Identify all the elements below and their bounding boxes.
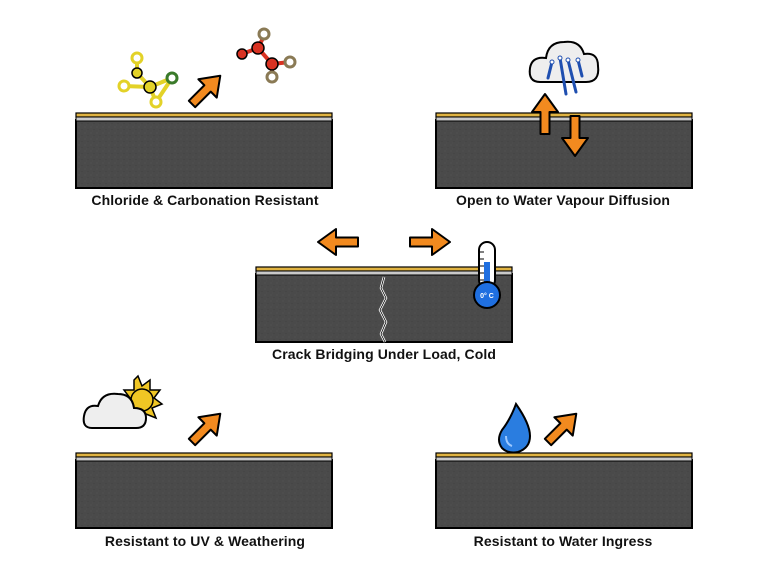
molecule-icon <box>117 51 179 109</box>
panel-water-ingress <box>435 401 693 529</box>
concrete-slab <box>255 266 513 343</box>
panel-water-vapour <box>435 40 693 189</box>
concrete-slab <box>75 452 333 529</box>
concrete-slab <box>435 112 693 189</box>
arrow-icon <box>317 228 359 256</box>
caption-water-ingress: Resistant to Water Ingress <box>473 533 653 549</box>
molecule-icon <box>236 27 297 84</box>
panel-chloride-carbonation <box>75 27 333 189</box>
arrow-icon <box>409 228 451 256</box>
caption-crack-bridging: Crack Bridging Under Load, Cold <box>271 346 496 362</box>
cloud-icon <box>82 392 148 429</box>
caption-chloride-carbonation: Chloride & Carbonation Resistant <box>91 192 319 208</box>
concrete-slab <box>75 112 333 189</box>
arrow-icon <box>181 403 231 453</box>
water-drop-icon <box>498 401 532 454</box>
arrow-icon <box>537 403 587 453</box>
panel-crack-bridging: 0° C <box>255 228 513 343</box>
cloud-icon <box>528 40 600 96</box>
caption-water-vapour: Open to Water Vapour Diffusion <box>455 192 671 208</box>
panel-uv-weathering <box>75 374 333 529</box>
thermometer-icon: 0° C <box>473 241 501 309</box>
caption-uv-weathering: Resistant to UV & Weathering <box>104 533 306 549</box>
arrow-icon <box>181 65 231 115</box>
concrete-slab <box>435 452 693 529</box>
thermometer-label: 0° C <box>480 292 494 300</box>
